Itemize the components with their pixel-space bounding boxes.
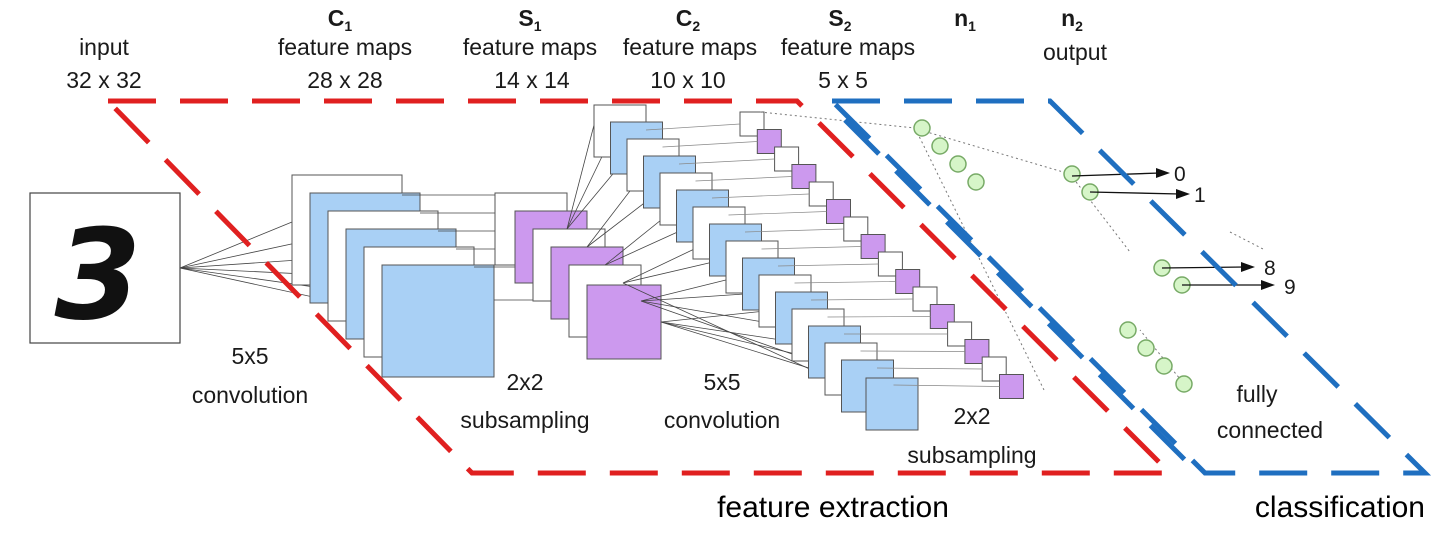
sub2-connection [777,263,879,267]
c2-subsample-map [826,199,851,224]
input-image: 3 [29,192,181,348]
c2-symbol: C2 [676,5,701,34]
c2-subsample-map [999,374,1024,399]
neuron [1063,165,1081,183]
c2-feature-maps [593,104,919,431]
sub2-connection [860,350,965,352]
conv1-kernel: 5x5 [231,343,268,369]
layer-labels: input 32 x 32 C1 feature maps 28 x 28 S1… [66,5,1107,93]
sub2-connection [662,141,758,148]
output-label-1: 1 [1194,184,1206,207]
neuron [931,137,949,155]
c2-subsample-map [895,269,921,294]
sub2-connection [678,158,775,165]
neuron [1137,339,1155,357]
output-labels: 0 1 8 9 [1174,163,1296,299]
sub2-connection [695,176,792,182]
s1-symbol: S1 [518,5,541,34]
neuron [949,155,967,173]
input-label: input [79,34,129,60]
c1-name: feature maps [278,34,412,60]
output-arrows [1071,168,1275,290]
fc-line2: connected [1217,417,1323,443]
output-label-0: 0 [1174,163,1186,186]
sub2-connection [711,193,810,199]
sub2-connection [794,281,896,284]
classification-label: classification [1255,491,1425,524]
neuron [1119,321,1137,339]
sub2-connection [827,316,931,318]
c1-size: 28 x 28 [307,67,382,93]
input-size: 32 x 32 [66,67,141,93]
n2-name: output [1043,39,1108,65]
sub2-connection [645,123,741,131]
s1-name: feature maps [463,34,597,60]
c2-size: 10 x 10 [650,67,725,93]
sub1-kernel: 2x2 [506,369,543,395]
sub2-connection [810,298,914,301]
conv1-op: convolution [192,382,308,408]
output-label-8: 8 [1264,257,1276,280]
feature-extraction-label: feature extraction [717,491,949,524]
classification-region [825,98,1432,476]
s2-symbol: S2 [828,5,851,34]
operation-labels: 5x5 convolution 2x2 subsampling 5x5 conv… [192,343,1323,468]
c2-feature-map [865,377,919,431]
s2-size: 5 x 5 [818,67,868,93]
sub2-connection [893,384,1000,387]
s1-size: 14 x 14 [494,67,570,93]
input-digit: 3 [55,203,142,348]
n2-symbol: n2 [1061,5,1083,34]
sub2-op: subsampling [907,442,1036,468]
sub2-connection [744,228,844,233]
fc-line1: fully [1237,381,1278,407]
feature-extraction-region [102,98,1177,476]
neuron [967,173,985,191]
neuron [913,119,931,137]
conv2-kernel: 5x5 [703,369,740,395]
n1-symbol: n1 [954,5,976,34]
c1-feature-maps [291,174,495,378]
sub2-connection [876,367,983,370]
sub2-kernel: 2x2 [953,403,990,429]
sub2-connection [728,211,827,216]
sub1-op: subsampling [460,407,589,433]
neuron [1155,357,1173,375]
c1-symbol: C1 [328,5,353,34]
neuron [1175,375,1193,393]
s2-name: feature maps [781,34,915,60]
c2-name: feature maps [623,34,757,60]
output-label-9: 9 [1284,276,1296,299]
s1-feature-maps [494,192,662,360]
classification-region-inner-edge [843,118,1197,472]
s2-feature-maps [645,111,1024,399]
conv2-op: convolution [664,407,780,433]
sub2-connection [761,246,862,250]
